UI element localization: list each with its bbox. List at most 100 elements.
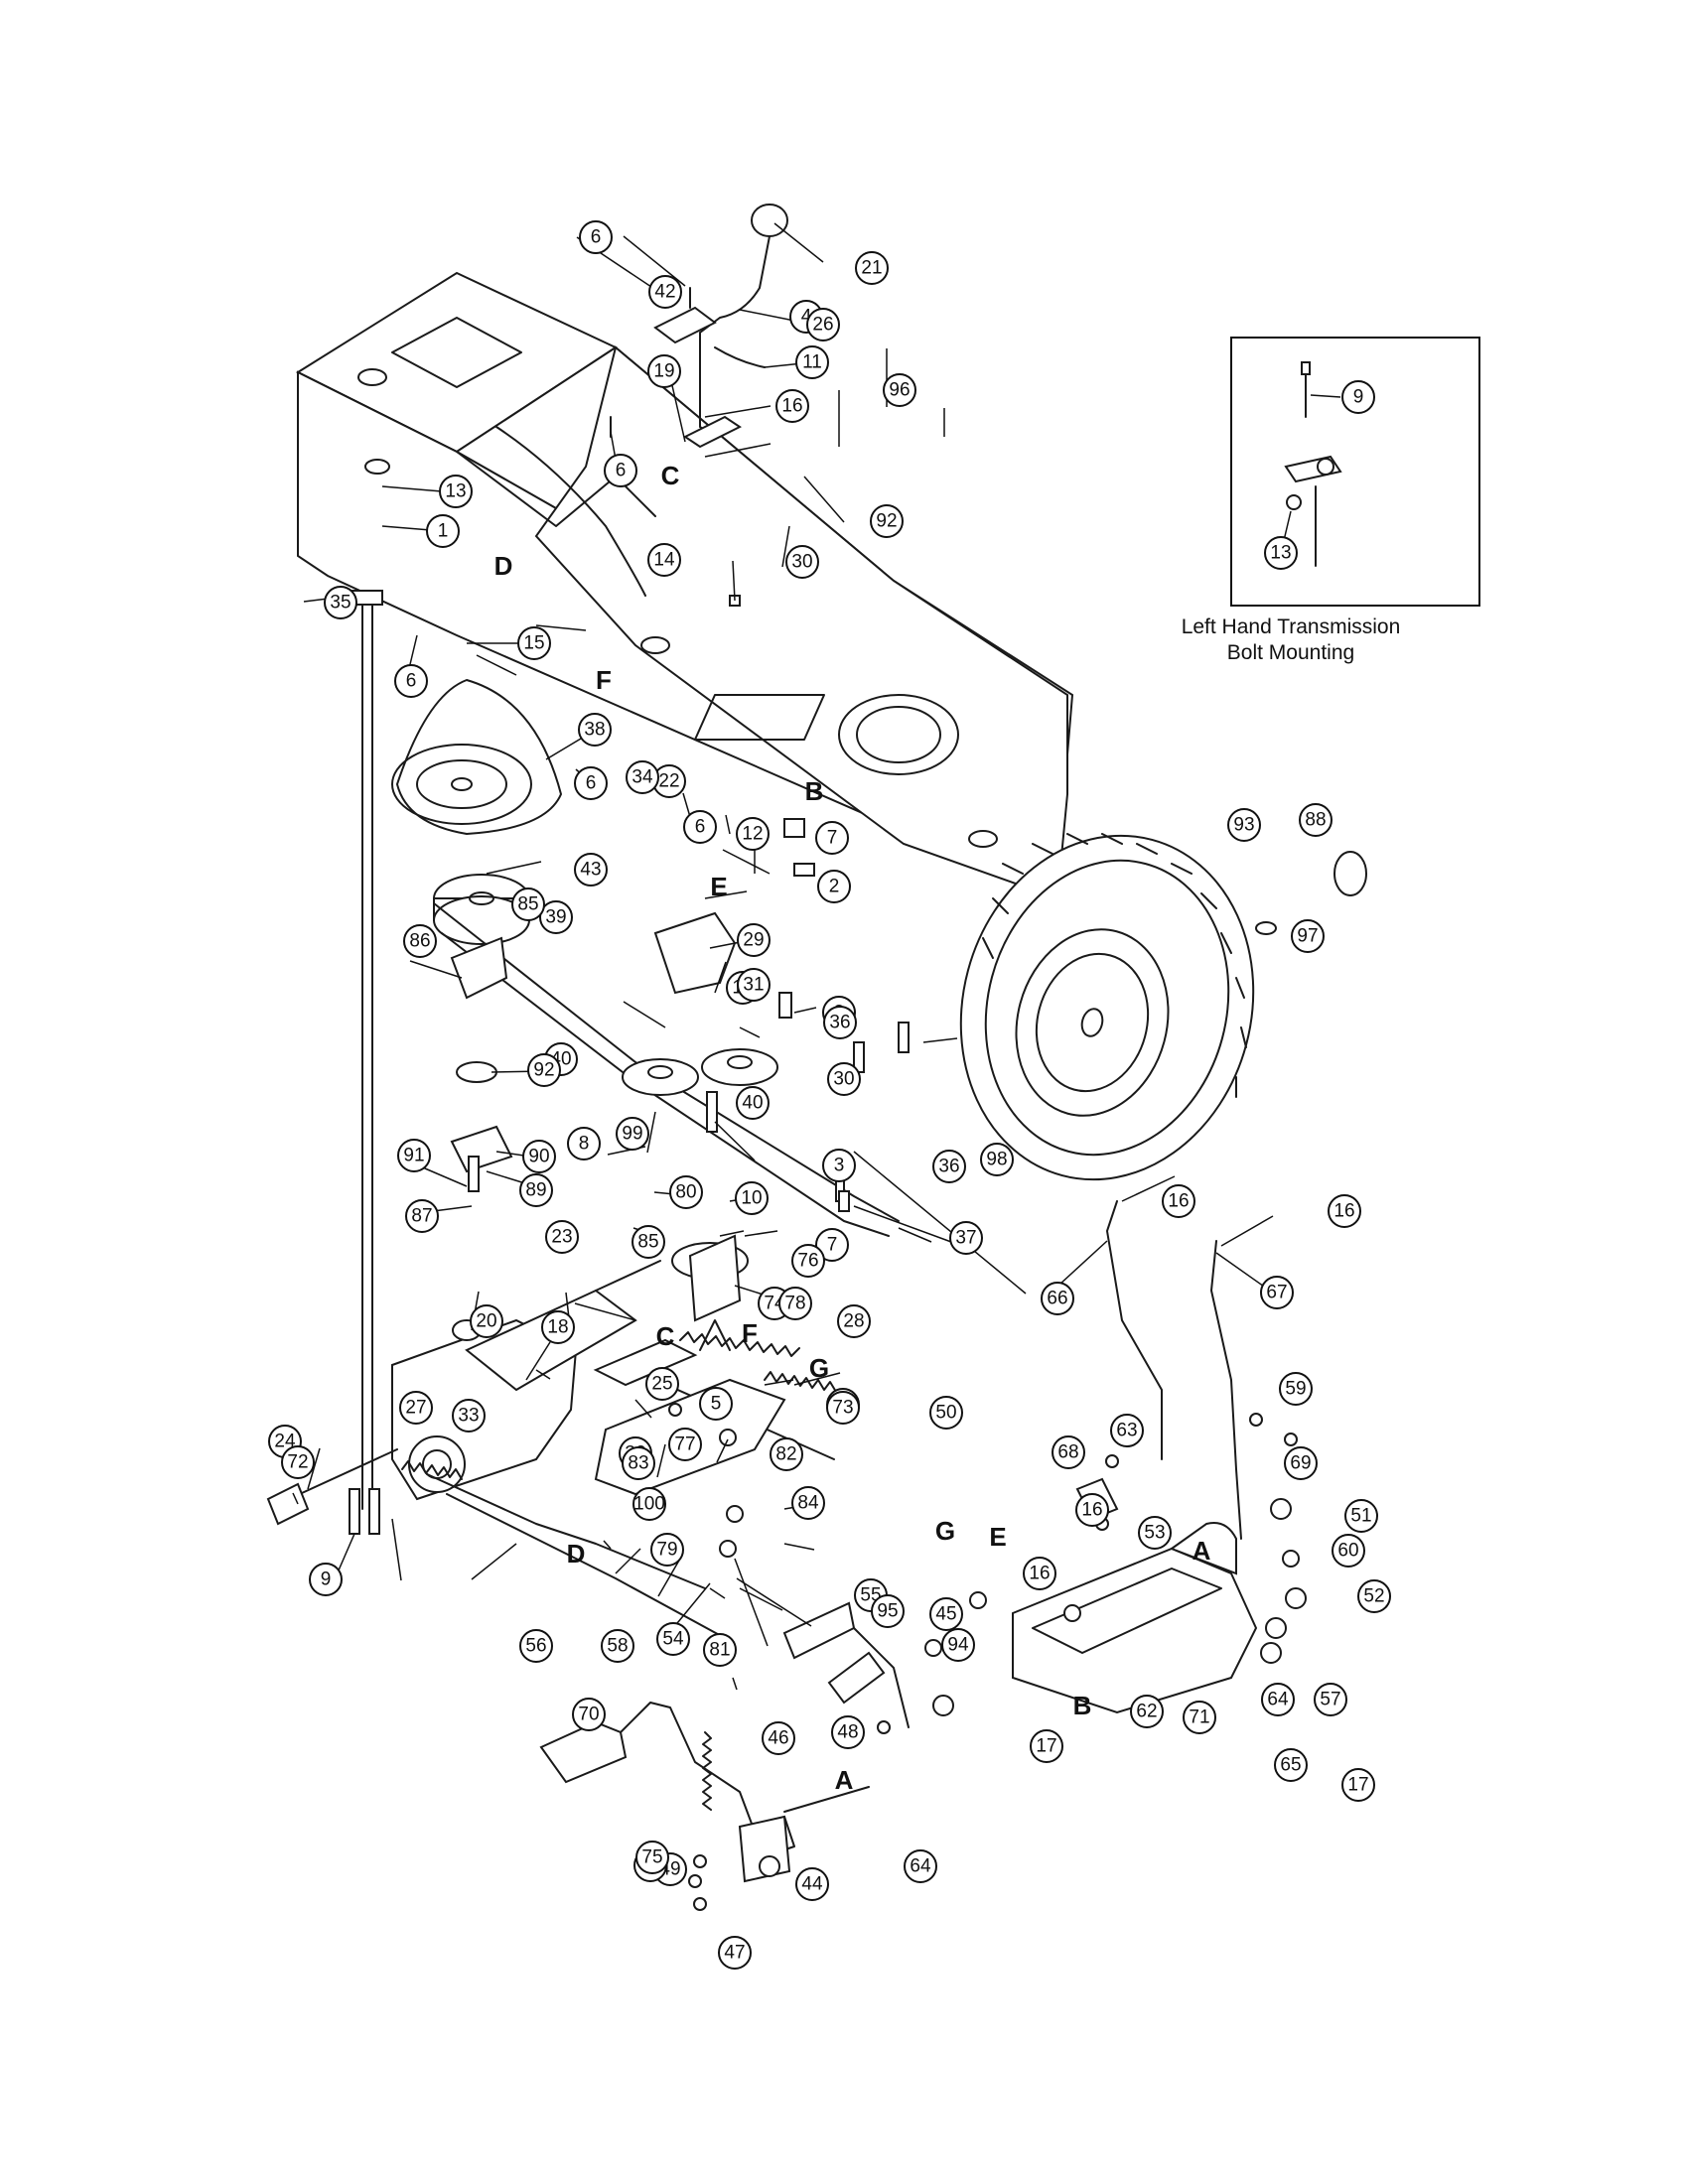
callout-circle: [871, 1594, 905, 1628]
callout-number: 88: [1305, 810, 1326, 831]
callout-64: 64: [1261, 1683, 1295, 1716]
callout-84: 84: [791, 1486, 825, 1520]
callout-number: 76: [797, 1251, 818, 1272]
callout-number: 95: [877, 1601, 898, 1622]
callout-circle: [309, 1563, 343, 1596]
callout-100: 100: [632, 1487, 666, 1521]
callout-number: 71: [1189, 1707, 1209, 1728]
callout-11: 11: [795, 345, 829, 379]
callout-circle: [647, 543, 681, 577]
reference-letter-e: E: [710, 872, 727, 901]
callout-85: 85: [632, 1225, 665, 1259]
callout-number: 33: [458, 1406, 479, 1427]
callout-number: 3: [834, 1156, 845, 1176]
brake-pedal: [754, 1601, 910, 1857]
callout-number: 70: [578, 1705, 599, 1725]
callout-number: 1: [438, 521, 449, 542]
callout-19: 19: [647, 354, 681, 388]
callout-circle: [980, 1143, 1014, 1176]
callout-circle: [949, 1221, 983, 1255]
callout-number: 14: [653, 550, 675, 571]
callout-number: 50: [935, 1403, 956, 1424]
callout-circle: [831, 1715, 865, 1749]
linkage-rods: [426, 1200, 1242, 1639]
callout-circle: [541, 1310, 575, 1344]
callout-52: 52: [1357, 1579, 1391, 1613]
callout-13: 13: [439, 475, 473, 508]
callout-20: 20: [470, 1304, 503, 1338]
cable-rod: [351, 590, 383, 1510]
callout-circle: [837, 1304, 871, 1338]
callout-54: 54: [656, 1622, 690, 1656]
callout-89: 89: [519, 1173, 553, 1207]
callout-number: 30: [833, 1069, 854, 1090]
callout-circle: [883, 373, 916, 407]
callout-98: 98: [980, 1143, 1014, 1176]
callout-number: 73: [832, 1398, 853, 1419]
callout-69: 69: [1284, 1446, 1318, 1480]
callout-number: 92: [876, 511, 897, 532]
callout-7: 7: [815, 821, 849, 855]
callout-circle: [656, 1622, 690, 1656]
callout-circle: [1332, 1534, 1365, 1568]
callout-8: 8: [567, 1127, 601, 1160]
inset-callout-9-text: 9: [1353, 387, 1364, 408]
callout-66: 66: [1041, 1282, 1074, 1315]
callout-80: 80: [669, 1175, 703, 1209]
callout-circle: [770, 1437, 803, 1471]
callout-number: 12: [742, 824, 763, 845]
callout-12: 12: [736, 817, 770, 851]
callout-number: 35: [330, 593, 351, 614]
callout-number: 85: [517, 894, 538, 915]
callout-number: 64: [1267, 1690, 1289, 1710]
callout-35: 35: [324, 586, 357, 619]
inset-callout-13: 13: [1264, 536, 1298, 570]
frame-assembly: [295, 271, 1074, 900]
callout-number: 10: [741, 1188, 762, 1209]
callout-circle: [1162, 1184, 1195, 1218]
callout-circle: [932, 1150, 966, 1183]
callout-circle: [399, 1391, 433, 1425]
callout-circle: [1291, 919, 1325, 953]
callout-circle: [941, 1628, 975, 1662]
callout-number: 39: [545, 907, 566, 928]
callout-circle: [785, 545, 819, 579]
callout-86: 86: [403, 924, 437, 958]
callout-6: 6: [579, 220, 613, 254]
callout-circle: [579, 220, 613, 254]
callout-circle: [1260, 1276, 1294, 1309]
callout-number: 6: [591, 227, 602, 248]
reference-letter-b: B: [805, 776, 824, 806]
callout-83: 83: [622, 1446, 655, 1480]
reference-letter-e: E: [989, 1522, 1006, 1552]
callout-number: 93: [1233, 815, 1254, 836]
callout-16: 16: [1162, 1184, 1195, 1218]
reference-letter-f: F: [596, 665, 612, 695]
callout-circle: [699, 1387, 733, 1421]
callout-circle: [826, 1391, 860, 1425]
callout-number: 25: [651, 1374, 672, 1395]
callout-number: 40: [742, 1093, 763, 1114]
callout-number: 20: [476, 1311, 496, 1332]
callout-29: 29: [737, 923, 771, 957]
callout-number: 63: [1116, 1421, 1137, 1441]
callout-58: 58: [601, 1629, 634, 1663]
callout-layer: 1233456666677891011121213141516161616161…: [268, 220, 1391, 1970]
callout-38: 38: [578, 713, 612, 747]
reference-letter-c: C: [656, 1321, 675, 1351]
callout-number: 60: [1337, 1541, 1358, 1562]
callout-number: 45: [935, 1604, 956, 1625]
callout-number: 66: [1047, 1289, 1067, 1309]
callout-number: 42: [654, 282, 675, 303]
callout-number: 22: [658, 771, 679, 792]
reference-letter-a: A: [1193, 1536, 1211, 1566]
callout-21: 21: [855, 251, 889, 285]
callout-number: 16: [1168, 1191, 1189, 1212]
callout-16: 16: [1075, 1493, 1109, 1527]
callout-number: 13: [445, 481, 466, 502]
callout-number: 7: [827, 1235, 838, 1256]
callout-circle: [281, 1445, 315, 1479]
callout-number: 36: [829, 1013, 850, 1033]
callout-36: 36: [932, 1150, 966, 1183]
callout-circle: [1030, 1729, 1063, 1763]
